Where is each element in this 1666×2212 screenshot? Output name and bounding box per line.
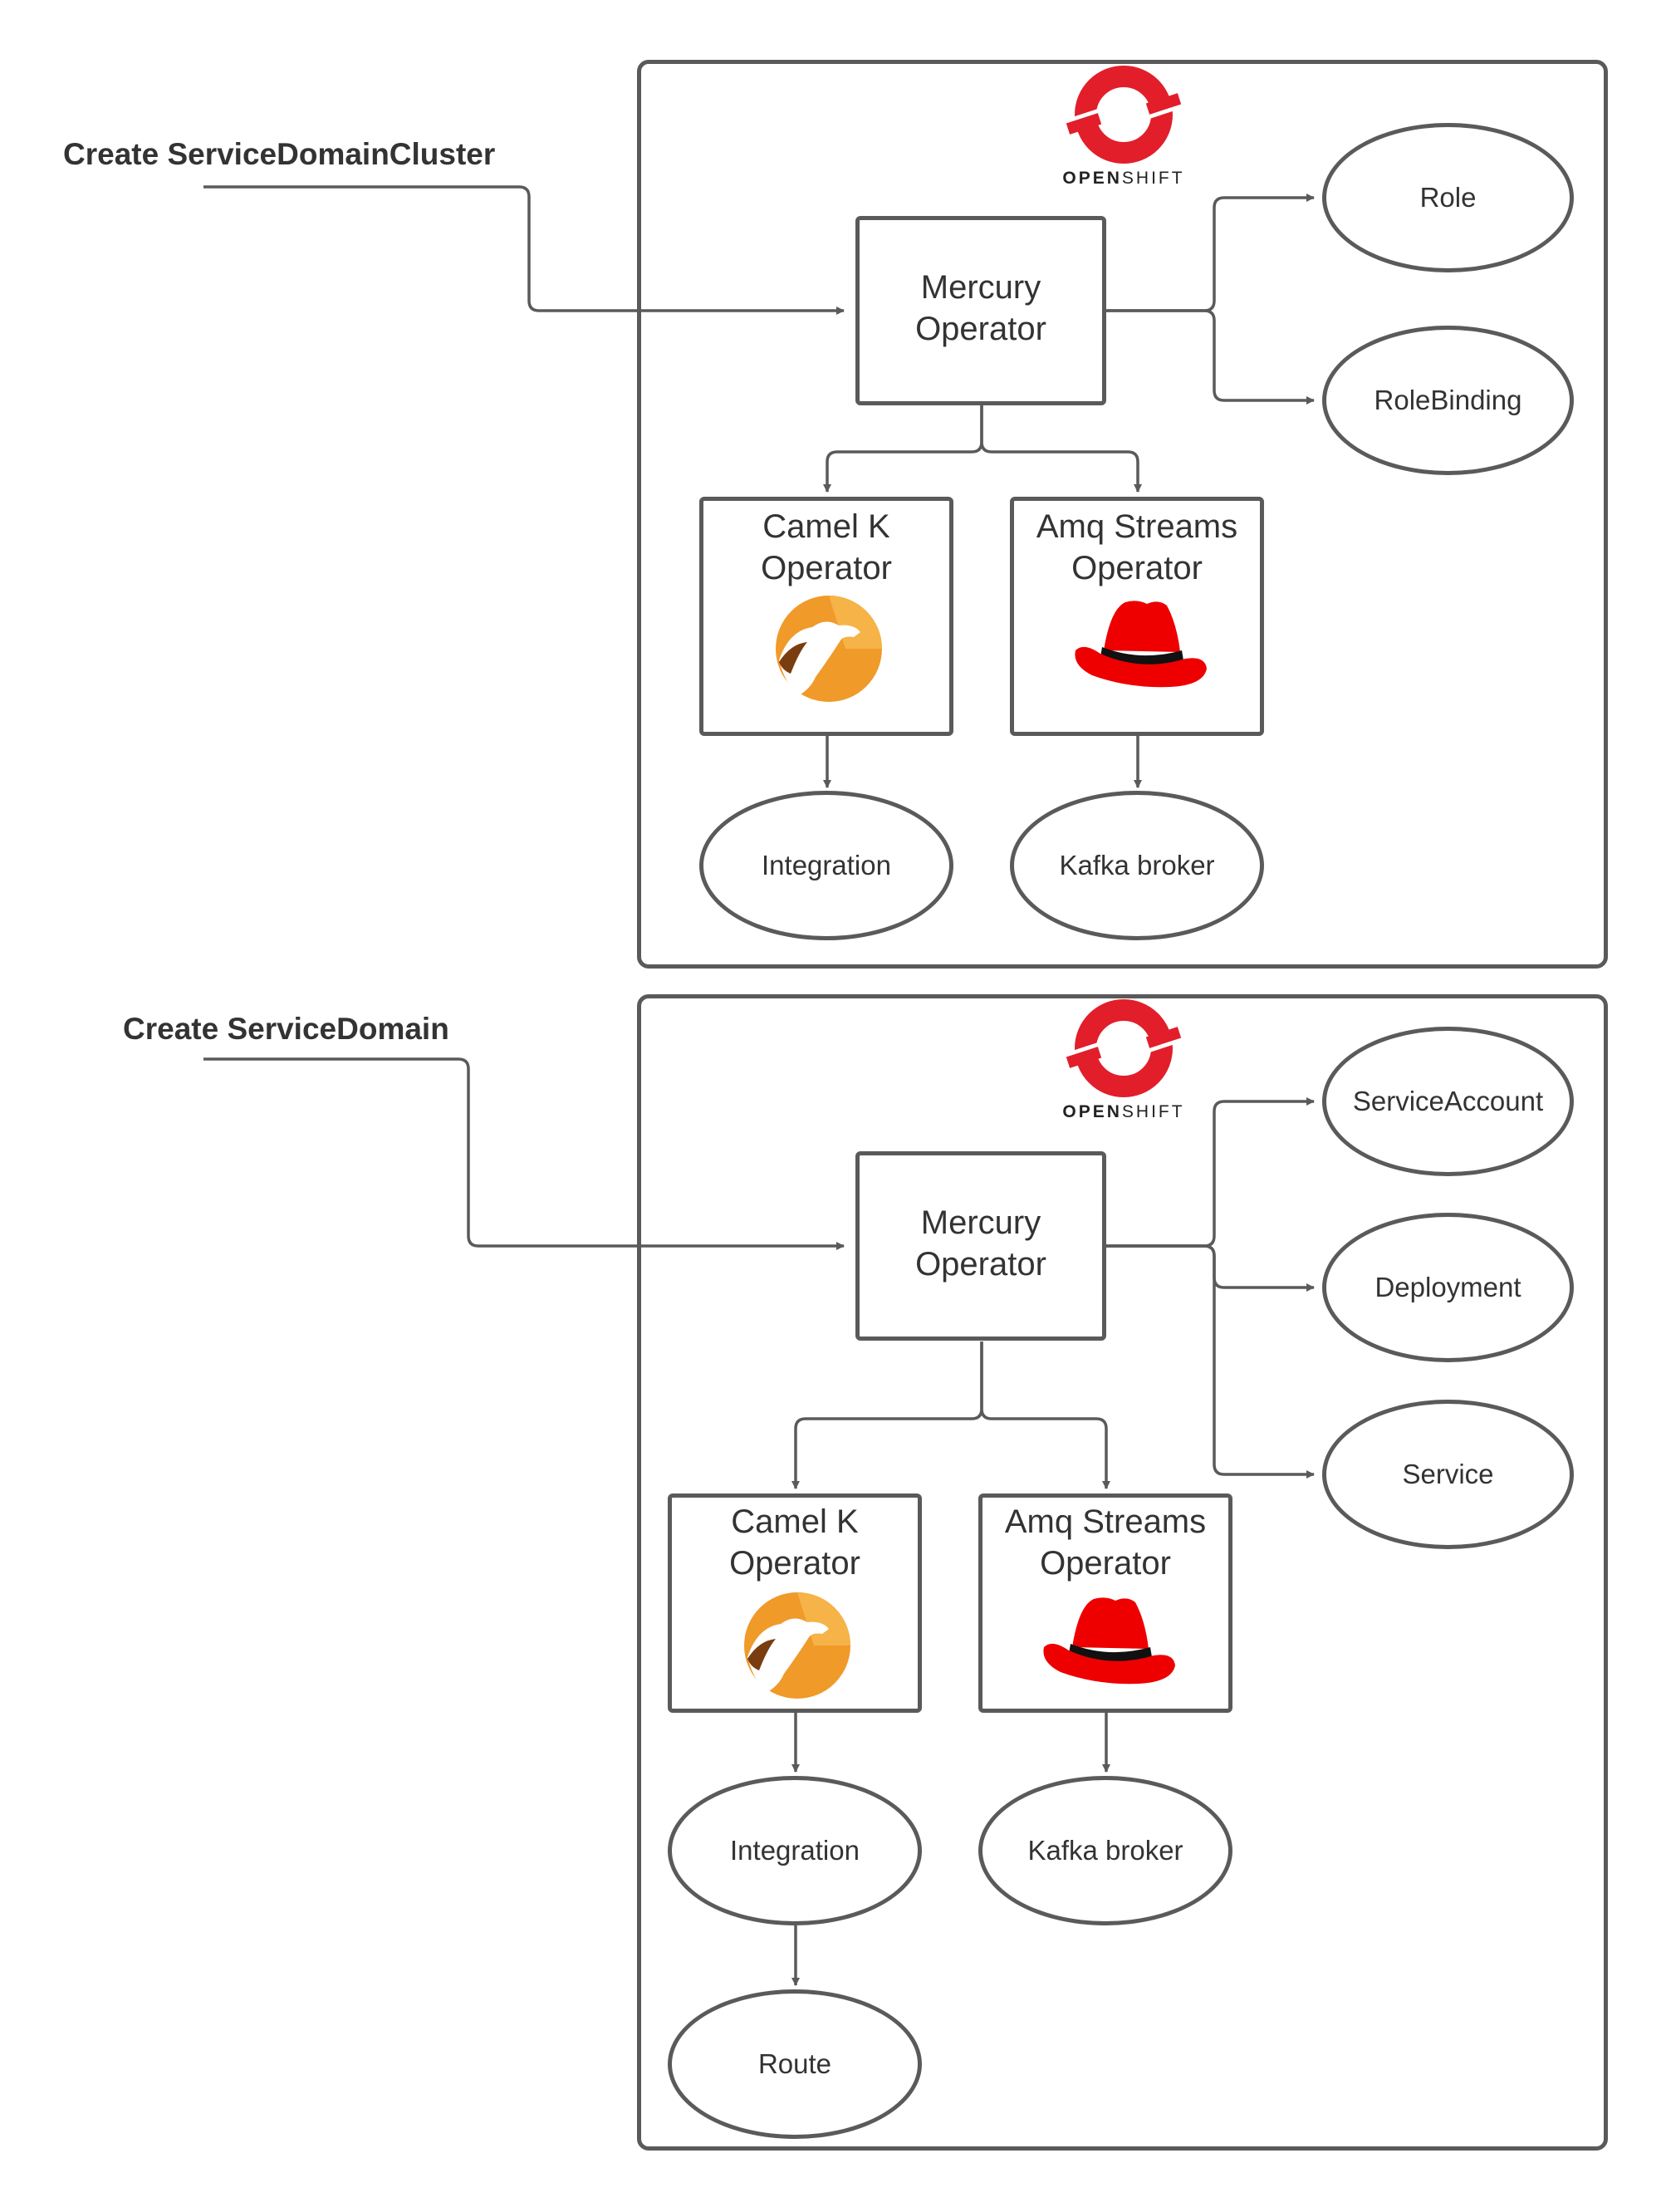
openshift-logo-top: OPENSHIFT	[1053, 63, 1194, 189]
camel-k-operator-line1: Camel K	[731, 1503, 859, 1540]
amq-streams-operator-box-top: Amq Streams Operator	[1010, 497, 1264, 736]
amq-streams-operator-line1: Amq Streams	[1036, 508, 1238, 545]
integration-node-bottom: Integration	[668, 1776, 922, 1925]
serviceaccount-node: ServiceAccount	[1322, 1027, 1574, 1176]
mercury-operator-line2: Operator	[915, 1246, 1046, 1283]
openshift-logo-bottom: OPENSHIFT	[1053, 997, 1194, 1122]
mercury-operator-box-bottom: Mercury Operator	[855, 1151, 1106, 1341]
camel-k-icon	[744, 1592, 850, 1699]
arrow-operator-to-amq-top	[980, 405, 1142, 493]
camel-k-operator-box-top: Camel K Operator	[699, 497, 953, 736]
route-node: Route	[668, 1989, 922, 2139]
camel-k-operator-line2: Operator	[729, 1545, 860, 1582]
amq-streams-operator-line2: Operator	[1040, 1545, 1171, 1582]
openshift-logo-icon	[1066, 999, 1182, 1097]
arrow-operator-to-service	[1104, 1244, 1315, 1479]
arrow-trigger-to-operator-bottom	[203, 1057, 845, 1250]
camel-k-operator-line2: Operator	[761, 550, 892, 586]
openshift-cluster-frame-bottom	[637, 994, 1608, 2151]
openshift-cluster-frame-top	[637, 60, 1608, 969]
openshift-wordmark: OPENSHIFT	[1062, 1102, 1185, 1121]
camel-k-operator-line1: Camel K	[762, 508, 890, 545]
service-node: Service	[1322, 1400, 1574, 1549]
kafka-broker-node-top: Kafka broker	[1010, 791, 1264, 940]
camel-k-icon	[776, 596, 882, 702]
mercury-operator-line1: Mercury	[920, 269, 1041, 306]
redhat-hat-icon	[1043, 1597, 1175, 1685]
mercury-operator-line2: Operator	[915, 311, 1046, 347]
integration-node-top: Integration	[699, 791, 953, 940]
arrow-operator-to-rolebinding	[1104, 309, 1315, 405]
redhat-hat-icon	[1075, 601, 1207, 688]
openshift-wordmark: OPENSHIFT	[1062, 169, 1185, 188]
mercury-operator-box-top: Mercury Operator	[855, 216, 1106, 405]
amq-streams-operator-line2: Operator	[1071, 550, 1203, 586]
arrow-operator-to-amq-bottom	[980, 1341, 1110, 1489]
create-servicedomaincluster-label: Create ServiceDomainCluster	[63, 137, 496, 171]
arrow-trigger-to-operator-top	[203, 185, 845, 315]
create-servicedomain-label: Create ServiceDomain	[123, 1012, 449, 1046]
amq-streams-operator-box-bottom: Amq Streams Operator	[978, 1493, 1232, 1713]
openshift-logo-icon	[1066, 66, 1182, 164]
camel-k-operator-box-bottom: Camel K Operator	[668, 1493, 922, 1713]
mercury-operator-line1: Mercury	[920, 1204, 1041, 1241]
kafka-broker-node-bottom: Kafka broker	[978, 1776, 1232, 1925]
rolebinding-node: RoleBinding	[1322, 326, 1574, 475]
role-node: Role	[1322, 123, 1574, 272]
amq-streams-operator-line1: Amq Streams	[1004, 1503, 1207, 1540]
deployment-node: Deployment	[1322, 1213, 1574, 1362]
